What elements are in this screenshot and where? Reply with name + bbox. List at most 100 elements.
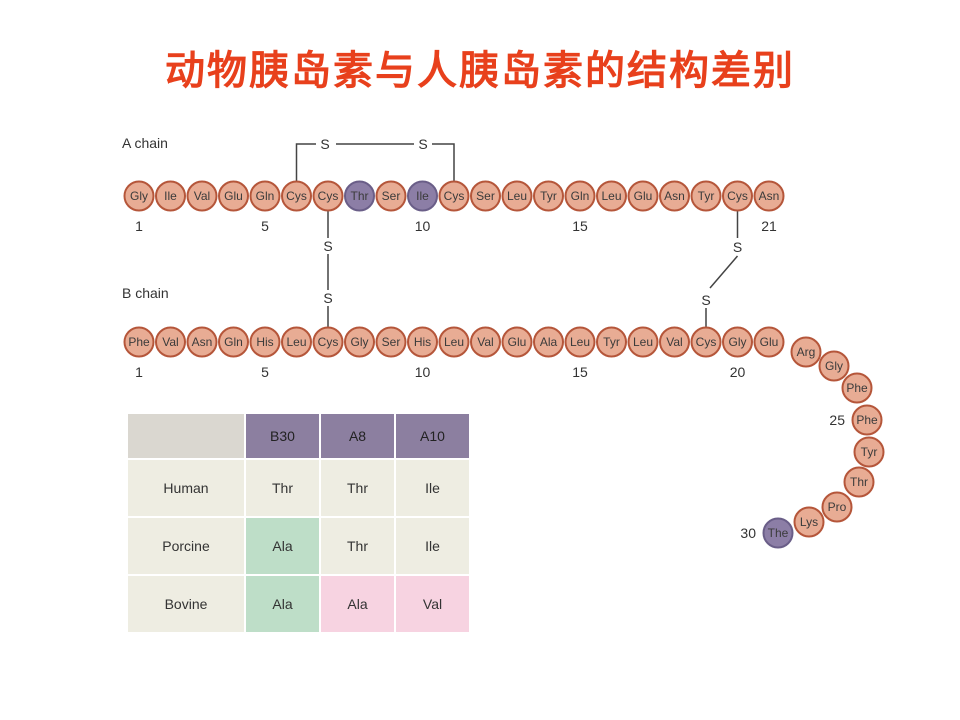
a-chain-index: 5 bbox=[261, 218, 269, 234]
b-chain-residue-19: Cys bbox=[690, 326, 722, 358]
b-chain-residue-bead bbox=[753, 326, 785, 358]
b-chain-residue-label: Val bbox=[666, 335, 682, 349]
b-chain-residue-16: Tyr bbox=[596, 326, 627, 358]
a-chain-residue-label: Glu bbox=[224, 189, 243, 203]
a-chain-residue-label: Cys bbox=[727, 189, 748, 203]
a-chain-residue-label: Thr bbox=[351, 189, 369, 203]
b-chain-residue-14: Ala bbox=[533, 326, 564, 358]
a-chain-residue-bead bbox=[155, 180, 186, 212]
residue-cell: Ala bbox=[319, 574, 396, 634]
b-chain-residue-label: The bbox=[768, 526, 789, 540]
a-chain-residue-5: Gln bbox=[249, 180, 281, 212]
b-chain-residue-label: Asn bbox=[192, 335, 213, 349]
b-chain-residue-11: Leu bbox=[438, 326, 470, 358]
b-chain-residue-label: Leu bbox=[286, 335, 306, 349]
b-chain-residue-21: Glu bbox=[753, 326, 785, 358]
bond-a6-a11-left bbox=[295, 143, 316, 182]
b-chain-residue-label: Lys bbox=[800, 515, 818, 529]
a-chain-residue-19: Tyr bbox=[690, 180, 722, 212]
b-chain-residue-label: Leu bbox=[570, 335, 590, 349]
b-chain-residue-bead bbox=[690, 326, 722, 358]
b-chain-residue-label: Gly bbox=[351, 335, 369, 349]
a-chain-residue-bead bbox=[659, 180, 690, 212]
b-chain-residue-bead bbox=[375, 326, 407, 358]
b-chain-residue-bead bbox=[722, 326, 753, 358]
b-chain-residue-bead bbox=[627, 326, 659, 358]
b-chain-residue-bead bbox=[818, 350, 850, 382]
a-chain-residue-label: Ile bbox=[164, 189, 177, 203]
a-chain-residue-label: Gln bbox=[571, 189, 590, 203]
a-chain-residue-bead bbox=[249, 180, 281, 212]
b-chain-residue-label: Leu bbox=[444, 335, 464, 349]
a-chain-residue-label: Tyr bbox=[540, 189, 557, 203]
a-chain-residue-label: Gln bbox=[256, 189, 275, 203]
b-chain-residue-label: Phe bbox=[856, 413, 878, 427]
header-a10: A10 bbox=[394, 412, 471, 460]
a-chain-residue-label: Tyr bbox=[698, 189, 715, 203]
a-chain-residue-6: Cys bbox=[281, 180, 312, 212]
a-chain-residue-bead bbox=[722, 180, 753, 212]
b-chain-residue-13: Glu bbox=[501, 326, 533, 358]
b-chain-residue-label: Ser bbox=[382, 335, 401, 349]
species-name: Human bbox=[126, 458, 246, 518]
a-chain-residue-12: Ser bbox=[470, 180, 501, 212]
slide-title: 动物胰岛素与人胰岛素的结构差别 bbox=[165, 47, 795, 94]
b-chain-residue-label: Gln bbox=[224, 335, 243, 349]
b-chain-residue-label: Thr bbox=[850, 475, 868, 489]
a-chain-residue-bead bbox=[186, 180, 218, 212]
a-chain-index: 21 bbox=[761, 218, 777, 234]
b-chain-residue-label: Gly bbox=[729, 335, 747, 349]
b-chain-index: 1 bbox=[135, 364, 143, 380]
b-chain-residue-15: Leu bbox=[564, 326, 596, 358]
b-chain-residue-bead bbox=[851, 404, 883, 436]
header-b30: B30 bbox=[244, 412, 321, 460]
a-chain-residue-bead bbox=[218, 180, 249, 212]
b-chain-residue-bead bbox=[853, 436, 885, 468]
b-chain-index: 30 bbox=[740, 525, 756, 541]
table-corner-cell bbox=[126, 412, 246, 460]
residue-cell: Thr bbox=[319, 516, 396, 576]
a-chain-residue-7: Cys bbox=[312, 180, 344, 212]
b-chain-index: 25 bbox=[829, 412, 845, 428]
b-chain-residue-24: Phe bbox=[841, 372, 873, 404]
a-chain-residue-label: Val bbox=[194, 189, 210, 203]
a-chain-residue-bead bbox=[344, 180, 375, 212]
b-chain-residue-label: Cys bbox=[318, 335, 339, 349]
b-chain-residue-label: Leu bbox=[633, 335, 653, 349]
b-chain-residue-bead bbox=[186, 326, 218, 358]
b-chain-residue-20: Gly bbox=[722, 326, 753, 358]
a-chain-residue-label: Ile bbox=[416, 189, 429, 203]
a-chain-residue-18: Asn bbox=[659, 180, 690, 212]
b-chain-index: 20 bbox=[730, 364, 746, 380]
b-chain-index: 5 bbox=[261, 364, 269, 380]
b-chain-residue-bead bbox=[470, 326, 501, 358]
sulfur-a20: S bbox=[733, 239, 742, 255]
a-chain-residue-20: Cys bbox=[722, 180, 753, 212]
sulfur-a11: S bbox=[418, 136, 427, 152]
a-chain-residue-label: Gly bbox=[130, 189, 148, 203]
b-chain-residue-10: His bbox=[407, 326, 438, 358]
b-chain-residue-29: Lys bbox=[793, 506, 825, 538]
b-chain-residue-28: Pro bbox=[821, 491, 853, 523]
residue-cell: Thr bbox=[244, 458, 321, 518]
sulfur-b7: S bbox=[323, 290, 332, 306]
a-chain-residue-1: Gly bbox=[123, 180, 155, 212]
a-chain-residue-2: Ile bbox=[155, 180, 186, 212]
bond-a20-b19 bbox=[705, 210, 739, 328]
a-chain-residue-label: Cys bbox=[318, 189, 339, 203]
b-chain-residue-bead bbox=[843, 466, 875, 498]
b-chain-residue-bead bbox=[790, 336, 822, 368]
b-chain-residue-label: Tyr bbox=[603, 335, 620, 349]
b-chain-residue-bead bbox=[281, 326, 312, 358]
b-chain-residue-bead bbox=[344, 326, 375, 358]
b-chain-residue-bead bbox=[793, 506, 825, 538]
b-chain-residue-label: Pro bbox=[828, 500, 847, 514]
b-chain-residue-26: Tyr bbox=[853, 436, 885, 468]
residue-cell: Ile bbox=[394, 458, 471, 518]
b-chain-index: 10 bbox=[415, 364, 431, 380]
a-chain-residue-9: Ser bbox=[375, 180, 407, 212]
